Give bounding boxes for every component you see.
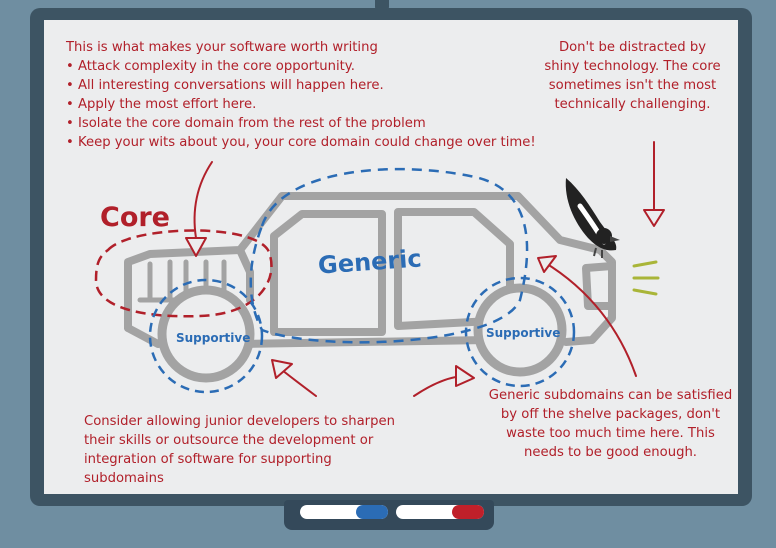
generic-boundary bbox=[249, 167, 529, 344]
arrow-to-rear-wheel bbox=[281, 369, 317, 397]
magpie-icon bbox=[565, 178, 620, 258]
headlight-glow-lines bbox=[632, 260, 660, 296]
wheels bbox=[157, 283, 567, 383]
blue-marker-cap bbox=[356, 505, 388, 519]
core-boundary bbox=[94, 229, 273, 318]
core-note-bullet: • Keep your wits about you, your core do… bbox=[66, 135, 536, 150]
core-note-bullet: • Isolate the core domain from the rest … bbox=[66, 116, 426, 131]
front-wheel bbox=[473, 283, 567, 377]
generic-note: Generic subdomains can be satisfied by o… bbox=[488, 388, 733, 460]
shiny-technology-note: Don't be distracted by shiny technology.… bbox=[544, 40, 721, 112]
supportive-label-front: Supportive bbox=[486, 326, 561, 340]
supportive-boundary-front bbox=[464, 276, 576, 388]
core-note-bullet: • All interesting conversations will hap… bbox=[66, 78, 384, 93]
arrow-heads bbox=[185, 209, 665, 387]
supportive-boundary-rear bbox=[148, 278, 264, 394]
rear-wheel bbox=[157, 285, 255, 383]
supportive-note: Consider allowing junior developers to s… bbox=[84, 414, 395, 486]
core-note-bullet: • Apply the most effort here. bbox=[66, 97, 257, 112]
whiteboard-hanger bbox=[375, 0, 389, 10]
red-marker-cap bbox=[452, 505, 484, 519]
core-label: Core bbox=[100, 202, 170, 233]
core-note-bullet: • Attack complexity in the core opportun… bbox=[66, 59, 355, 74]
core-note: This is what makes your software worth w… bbox=[66, 38, 536, 152]
arrow-to-core bbox=[193, 161, 213, 239]
arrow-to-generic bbox=[543, 261, 637, 377]
supportive-label-rear: Supportive bbox=[176, 331, 251, 345]
core-note-heading: This is what makes your software worth w… bbox=[66, 40, 378, 55]
annotation-arrows bbox=[193, 141, 655, 397]
